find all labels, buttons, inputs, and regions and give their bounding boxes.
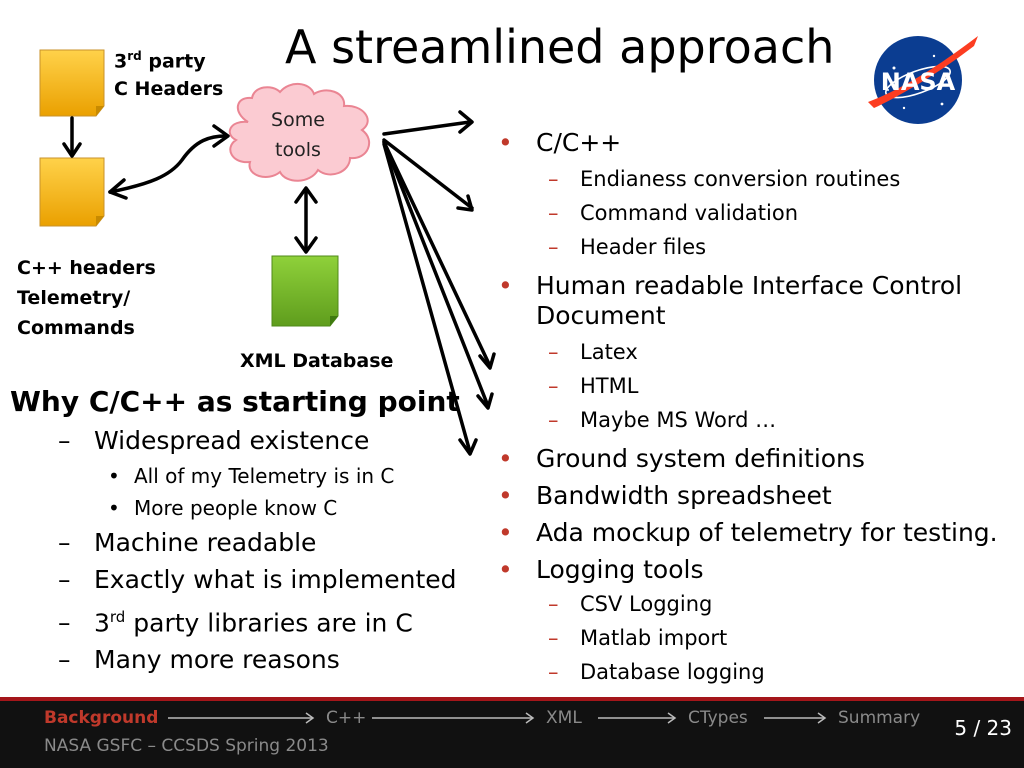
left-subitem-people: •More people know C (108, 495, 338, 520)
fanout-arrows (382, 110, 496, 456)
nav-ctypes[interactable]: CTypes (688, 708, 748, 728)
tools-cloud-icon (228, 83, 371, 182)
left-item-machine: –Machine readable (58, 527, 317, 557)
right-subitem-matlab: –Matlab import (548, 626, 728, 650)
nav-arrow-4-icon (764, 712, 827, 724)
right-subitem-html: –HTML (548, 374, 639, 398)
right-subitem-msword: –Maybe MS Word … (548, 408, 777, 432)
left-item-widespread: –Widespread existence (58, 426, 370, 455)
nav-arrow-3-icon (598, 712, 677, 724)
xml-database-doc-icon (271, 255, 339, 327)
xml-database-label: XML Database (240, 350, 394, 372)
cpp-headers-doc-icon (39, 157, 105, 227)
right-item-ground: •Ground system definitions (498, 444, 865, 473)
diagram-canvas: Some tools (39, 49, 496, 456)
right-item-icd: •Human readable Interface Control Docume… (498, 271, 963, 330)
left-subitem-telemetry: •All of my Telemetry is in C (108, 463, 395, 488)
svg-text:NASA: NASA (881, 68, 956, 96)
right-item-cpp: •C/C++ (498, 128, 622, 157)
left-list: –Widespread existence •All of my Telemet… (58, 422, 457, 679)
right-subitem-csv: –CSV Logging (548, 592, 713, 616)
footer-subtitle: NASA GSFC – CCSDS Spring 2013 (44, 736, 329, 756)
right-item-ada: •Ada mockup of telemetry for testing. (498, 518, 998, 547)
left-item-libraries: –3rd party libraries are in C (58, 607, 413, 637)
page-number: 5 / 23 (954, 716, 1012, 740)
right-subitem-endianess: –Endianess conversion routines (548, 167, 901, 191)
right-subitem-header: –Header files (548, 235, 707, 259)
right-subitem-latex: –Latex (548, 340, 638, 364)
arrow-cpp-cloud (108, 134, 228, 194)
footer-bar: Background C++ XML CTypes Summary NASA G… (0, 697, 1024, 768)
slide-title: A streamlined approach (285, 20, 835, 74)
third-party-label: 3rd party C Headers (114, 49, 224, 101)
cloud-text-line1: Some (271, 109, 325, 131)
right-subitem-database: –Database logging (548, 660, 765, 684)
left-heading: Why C/C++ as starting point (10, 385, 460, 418)
nav-background[interactable]: Background (44, 708, 159, 728)
nav-cpp[interactable]: C++ (326, 708, 367, 728)
nav-xml[interactable]: XML (546, 708, 582, 728)
nav-summary[interactable]: Summary (838, 708, 921, 728)
footer-accent-line (0, 697, 1024, 701)
left-item-exactly: –Exactly what is implemented (58, 565, 457, 594)
nav-arrow-2-icon (372, 712, 535, 724)
cpp-headers-label: C++ headers Telemetry/ Commands (17, 257, 156, 339)
nasa-logo-icon: NASA (868, 36, 978, 124)
left-item-more: –Many more reasons (58, 645, 340, 675)
cloud-text-line2: tools (275, 139, 321, 161)
third-party-headers-doc-icon (39, 49, 105, 117)
right-subitem-command: –Command validation (548, 201, 798, 225)
right-item-logging: •Logging tools (498, 555, 704, 584)
right-list: •C/C++ –Endianess conversion routines –C… (498, 128, 1010, 689)
nav-arrow-1-icon (168, 712, 315, 724)
right-item-bandwidth: •Bandwidth spreadsheet (498, 481, 832, 510)
